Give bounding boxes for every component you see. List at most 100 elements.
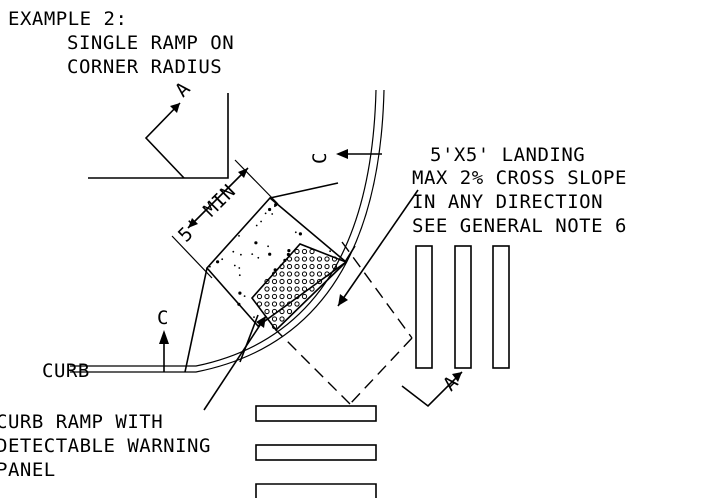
truncated-dome: [324, 271, 330, 277]
truncated-dome: [279, 308, 285, 315]
truncated-dome: [271, 323, 278, 330]
truncated-dome: [271, 301, 278, 307]
truncated-dome: [316, 263, 323, 270]
truncated-dome: [331, 256, 338, 262]
truncated-domes: [256, 248, 338, 330]
truncated-dome: [286, 278, 293, 285]
stipple-dot: [221, 258, 224, 261]
landing-note-line-4: SEE GENERAL NOTE 6: [412, 215, 627, 237]
stipple-dot: [268, 207, 272, 212]
stipple-dot: [238, 267, 241, 269]
landing-note-line-3: IN ANY DIRECTION: [412, 191, 603, 213]
section-c-marker-top: C: [309, 149, 382, 164]
truncated-dome: [301, 263, 308, 270]
truncated-dome: [271, 316, 278, 322]
truncated-dome: [286, 308, 293, 315]
truncated-dome: [294, 256, 300, 262]
stipple-dot: [298, 232, 302, 236]
ramp-note-line-3: PANEL: [0, 459, 56, 481]
landing-area: [205, 196, 348, 328]
stipple-dot: [240, 253, 242, 256]
stipple-dot: [233, 264, 236, 267]
stipple-dot: [209, 265, 211, 268]
crosswalk-dashed-outline: [275, 241, 413, 405]
truncated-dome: [279, 263, 285, 270]
detectable-warning-panel: [250, 243, 348, 332]
truncated-dome: [279, 293, 285, 300]
stipple-dot: [260, 220, 262, 223]
truncated-dome: [294, 278, 300, 285]
truncated-dome: [316, 278, 323, 285]
truncated-dome: [309, 248, 315, 255]
truncated-dome: [279, 271, 285, 277]
truncated-dome: [294, 263, 300, 270]
truncated-dome: [301, 278, 308, 285]
truncated-dome: [294, 301, 300, 307]
truncated-dome: [271, 293, 278, 300]
stipple-dot: [216, 260, 220, 264]
stipple-dot: [232, 250, 235, 253]
truncated-dome: [301, 293, 308, 300]
ramp-note-leader: [203, 315, 267, 411]
crosswalk-bars-horizontal: [255, 405, 377, 498]
truncated-dome: [294, 248, 300, 255]
stipple-dot: [287, 249, 291, 253]
stipple-dot: [254, 241, 258, 245]
truncated-dome: [309, 271, 315, 277]
truncated-dome: [271, 278, 278, 285]
dimension-label: 5' MIN: [174, 180, 240, 246]
truncated-dome: [256, 301, 263, 307]
truncated-dome: [301, 286, 308, 292]
landing-note-line-2: MAX 2% CROSS SLOPE: [412, 167, 627, 189]
title-line-1: EXAMPLE 2:: [8, 8, 127, 30]
truncated-dome: [294, 286, 300, 292]
truncated-dome: [316, 256, 323, 262]
stipple-dot: [274, 205, 276, 208]
truncated-dome: [286, 263, 293, 270]
truncated-dome: [264, 286, 270, 292]
stipple-dot: [255, 224, 258, 227]
truncated-dome: [271, 308, 278, 315]
truncated-dome: [279, 286, 285, 292]
ramp-note-line-1: CURB RAMP WITH: [0, 411, 163, 433]
crosswalk-bars-vertical: [415, 245, 510, 369]
stipple-dot: [294, 231, 297, 234]
truncated-dome: [271, 271, 278, 277]
stipple-dot: [238, 235, 240, 237]
truncated-dome: [294, 293, 300, 300]
truncated-dome: [294, 271, 300, 277]
truncated-dome: [309, 263, 315, 270]
ramp-note-line-2: DETECTABLE WARNING: [0, 435, 211, 457]
curb-label: CURB: [42, 360, 90, 382]
truncated-dome: [301, 271, 308, 277]
truncated-dome: [279, 301, 285, 307]
truncated-dome: [324, 263, 330, 270]
curb-lines: [70, 89, 385, 373]
truncated-dome: [286, 271, 293, 277]
truncated-dome: [324, 256, 330, 262]
stipple-dot: [243, 295, 246, 297]
truncated-dome: [286, 256, 293, 262]
truncated-dome: [256, 293, 263, 300]
truncated-dome: [309, 256, 315, 262]
section-c-label-bottom: C: [157, 307, 169, 329]
truncated-dome: [264, 278, 270, 285]
truncated-dome: [309, 286, 315, 292]
stipple-dot: [237, 302, 241, 306]
truncated-dome: [271, 286, 278, 292]
landing-note-leader: [337, 189, 419, 307]
stipple-dot: [257, 256, 260, 259]
landing-note-line-1: 5'X5' LANDING: [430, 144, 585, 166]
truncated-dome: [286, 301, 293, 307]
stipple-dot: [268, 252, 272, 256]
section-a-label-upper: A: [171, 77, 195, 101]
truncated-dome: [331, 263, 338, 270]
truncated-dome: [279, 278, 285, 285]
stipple-dot: [238, 274, 241, 277]
title-line-3: CORNER RADIUS: [67, 56, 222, 78]
section-a-marker-upper: A: [88, 77, 229, 179]
section-c-label-top: C: [309, 152, 331, 164]
truncated-dome: [316, 271, 323, 277]
truncated-dome: [286, 293, 293, 300]
